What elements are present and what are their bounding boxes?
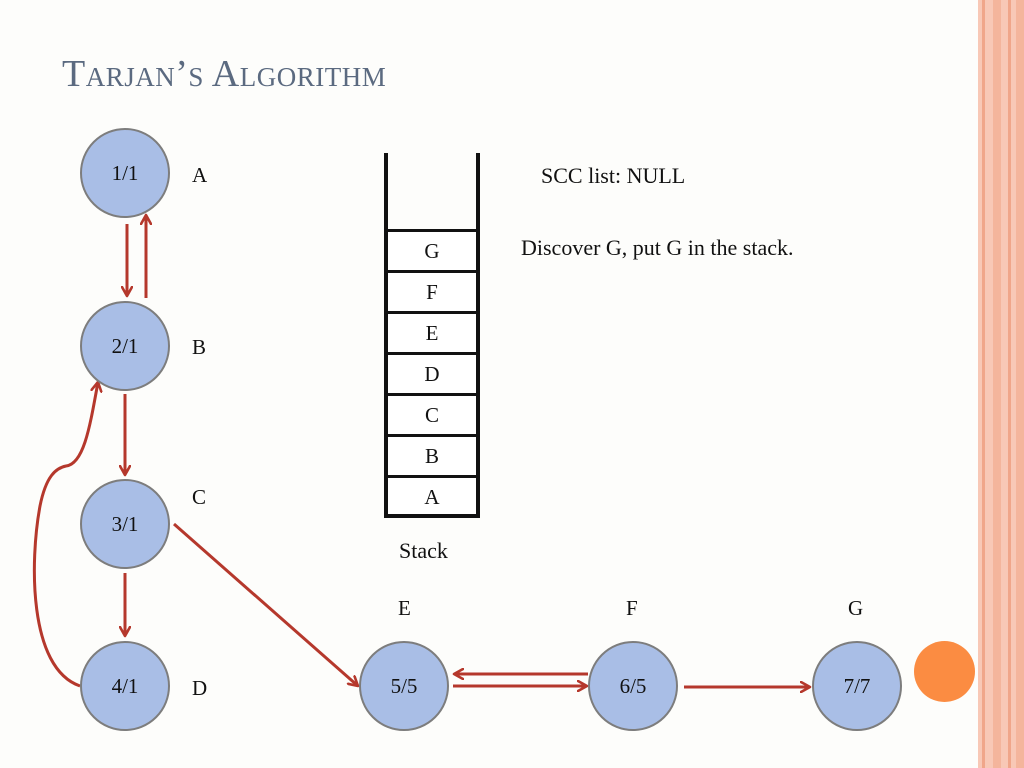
step-description: Discover G, put G in the stack. (521, 235, 794, 260)
node-value: 7/7 (843, 673, 871, 698)
graph-node-a: 1/1 (80, 128, 170, 218)
node-value: 5/5 (390, 673, 418, 698)
stack-item: D (388, 352, 476, 394)
slide-border-stripe (993, 0, 1001, 768)
edge-c-e (173, 522, 358, 686)
node-label-f: F (626, 596, 638, 620)
stack-item: G (388, 229, 476, 271)
node-label-c: C (192, 485, 207, 509)
graph-node-c: 3/1 (80, 479, 170, 569)
node-value: 3/1 (111, 511, 139, 536)
stack-item: F (388, 270, 476, 312)
stack-item: B (388, 434, 476, 476)
node-label-g: G (848, 596, 864, 620)
graph-node-b: 2/1 (80, 301, 170, 391)
node-label-d: D (192, 676, 208, 700)
node-value: 1/1 (111, 160, 139, 185)
stack-caption: Stack (399, 538, 448, 563)
stack-wall-right (476, 153, 480, 518)
graph-node-f: 6/5 (588, 641, 678, 731)
graph-node-d: 4/1 (80, 641, 170, 731)
stack-floor (384, 514, 480, 518)
slide-title: Tarjan’s Algorithm (62, 53, 387, 95)
slide-border-stripe (1016, 0, 1024, 768)
node-label-b: B (192, 335, 207, 359)
stack-item: E (388, 311, 476, 353)
node-value: 6/5 (619, 673, 647, 698)
node-label-a: A (192, 163, 208, 187)
stack-item: C (388, 393, 476, 435)
scc-list-text: SCC list: NULL (541, 163, 686, 188)
graph-node-e: 5/5 (359, 641, 449, 731)
graph-node-g: 7/7 (812, 641, 902, 731)
node-value: 4/1 (111, 673, 139, 698)
edge-d-b (32, 382, 98, 688)
slide-accent-dot (914, 641, 975, 702)
stack-wall-left (384, 153, 388, 518)
node-label-e: E (398, 596, 411, 620)
slide-border-stripe (982, 0, 985, 768)
stack-item: A (388, 475, 476, 517)
slide-border-stripe (1008, 0, 1011, 768)
node-value: 2/1 (111, 333, 139, 358)
